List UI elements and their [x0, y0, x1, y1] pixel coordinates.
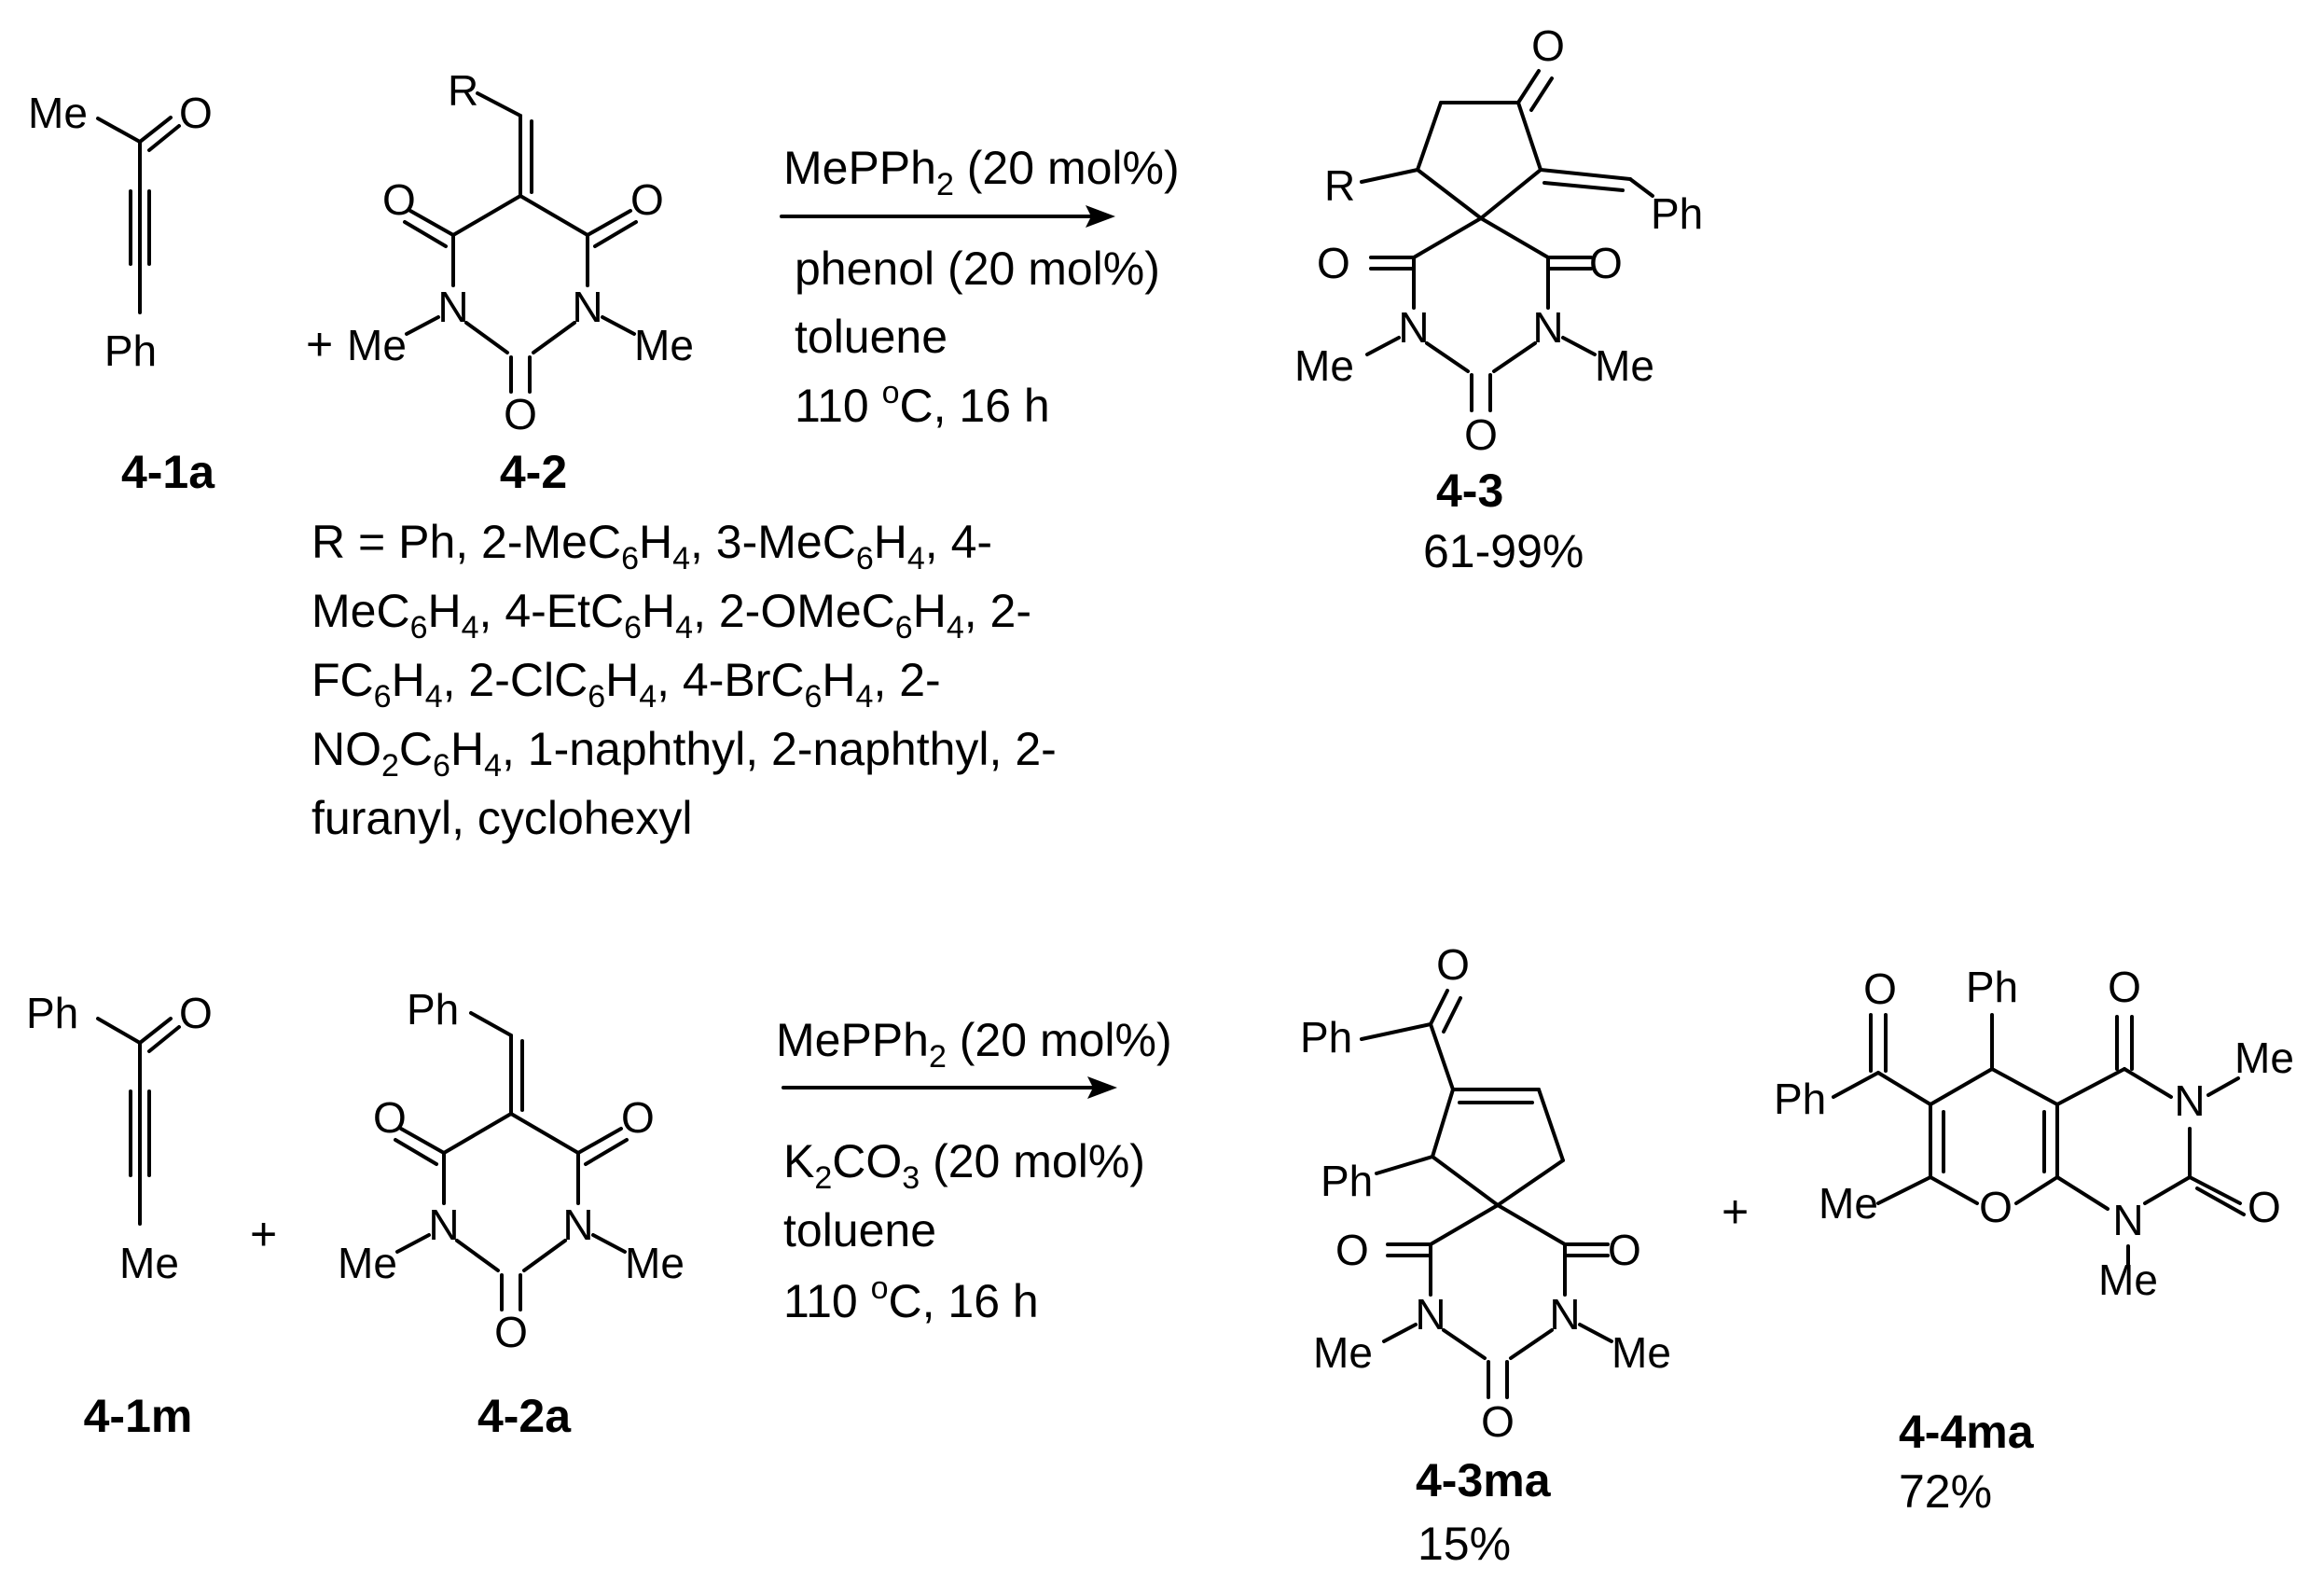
scheme-1: Me O Ph 4-1a + R	[28, 21, 1703, 844]
atom-ph: Ph	[104, 326, 157, 375]
atom-n1: N	[1415, 1290, 1446, 1339]
atom-ph-ketone: Ph	[1774, 1075, 1826, 1123]
plus-sign: +	[306, 318, 333, 370]
atom-o1: O	[373, 1093, 407, 1142]
label-4-2a: 4-2a	[477, 1390, 572, 1442]
plus-sign-2: +	[1722, 1186, 1749, 1238]
compound-4-2: R O O N N Me Me O 4-2	[347, 66, 694, 498]
atom-o1: O	[1335, 1226, 1369, 1274]
atom-me-n: Me	[2234, 1034, 2294, 1082]
atom-o3: O	[504, 390, 537, 438]
atom-n1: N	[1398, 303, 1429, 352]
atom-n1: N	[2174, 1076, 2205, 1125]
atom-o3: O	[1481, 1397, 1515, 1446]
atom-me: Me	[1819, 1179, 1878, 1228]
additive-text: phenol (20 mol%)	[795, 243, 1160, 295]
atom-o-c2: O	[2248, 1183, 2281, 1231]
atom-me1: Me	[338, 1239, 397, 1287]
atom-o2: O	[1608, 1226, 1641, 1274]
atom-o2: O	[621, 1093, 655, 1142]
compound-4-3ma: O Ph Ph	[1300, 940, 1671, 1570]
atom-ph: Ph	[1321, 1157, 1373, 1205]
r-group-line: R = Ph, 2-MeC6H4, 3-MeC6H4, 4-	[311, 516, 992, 576]
atom-o1: O	[1317, 239, 1350, 287]
label-4-3ma: 4-3ma	[1416, 1454, 1552, 1506]
yield-4-3ma: 15%	[1418, 1518, 1511, 1570]
atom-me2: Me	[625, 1239, 685, 1287]
atom-ph-ketone: Ph	[1300, 1013, 1352, 1062]
scheme-2: Ph O Me 4-1m + Ph	[26, 940, 2294, 1570]
atom-ph: Ph	[1651, 189, 1703, 238]
temp-time-text: 110 oC, 16 h	[783, 1270, 1039, 1327]
catalyst-text: MePPh2 (20 mol%)	[776, 1014, 1172, 1075]
atom-o-ketone: O	[1436, 940, 1470, 989]
conditions-2: MePPh2 (20 mol%) K2CO3 (20 mol%) toluene…	[776, 1014, 1172, 1327]
atom-o-ketone: O	[1863, 964, 1897, 1013]
atom-ph: Ph	[407, 985, 459, 1034]
catalyst-text: MePPh2 (20 mol%)	[783, 142, 1180, 202]
compound-4-2a: Ph O O N N Me Me O 4-2a	[338, 985, 685, 1442]
atom-me1: Me	[1294, 341, 1354, 390]
arrow-head-2	[1087, 1076, 1117, 1099]
compound-4-1m: Ph O Me 4-1m	[26, 989, 213, 1442]
solvent-text: toluene	[795, 311, 948, 363]
r-group-line: FC6H4, 2-ClC6H4, 4-BrC6H4, 2-	[311, 654, 941, 715]
atom-n2: N	[1549, 1290, 1580, 1339]
plus-sign-1: +	[250, 1208, 277, 1260]
atom-me1: Me	[347, 321, 407, 369]
atom-me: Me	[119, 1239, 179, 1287]
atom-o: O	[179, 989, 213, 1037]
atom-o: O	[179, 89, 213, 137]
yield-4-4ma: 72%	[1899, 1465, 1992, 1518]
atom-o1: O	[382, 175, 416, 224]
compound-4-1a: Me O Ph 4-1a	[28, 89, 215, 498]
atom-n2: N	[572, 283, 602, 331]
atom-me2: Me	[1595, 341, 1654, 390]
label-4-2: 4-2	[500, 446, 567, 498]
yield-4-3: 61-99%	[1423, 525, 1584, 577]
atom-me2: Me	[634, 321, 694, 369]
r-group-line: NO2C6H4, 1-naphthyl, 2-naphthyl, 2-	[311, 723, 1057, 784]
atom-o-ring: O	[1979, 1183, 2013, 1231]
r-group-line: MeC6H4, 4-EtC6H4, 2-OMeC6H4, 2-	[311, 585, 1031, 645]
atom-o3: O	[494, 1308, 528, 1356]
label-4-1m: 4-1m	[84, 1390, 193, 1442]
atom-o3: O	[1464, 410, 1498, 459]
atom-r: R	[1324, 161, 1355, 210]
base-text: K2CO3 (20 mol%)	[783, 1135, 1145, 1196]
conditions-1: MePPh2 (20 mol%) phenol (20 mol%) toluen…	[780, 142, 1180, 432]
atom-ph: Ph	[26, 989, 78, 1037]
atom-o-c4: O	[2108, 963, 2141, 1011]
label-4-4ma: 4-4ma	[1899, 1406, 2035, 1458]
atom-ph: Ph	[1966, 963, 2018, 1011]
r-group-line: furanyl, cyclohexyl	[311, 792, 693, 844]
atom-n2: N	[562, 1200, 593, 1249]
arrow-head-1	[1086, 205, 1115, 228]
atom-me-n2: Me	[2098, 1256, 2158, 1304]
label-4-1a: 4-1a	[121, 446, 215, 498]
atom-n1: N	[428, 1200, 459, 1249]
atom-n2: N	[1532, 303, 1563, 352]
atom-n2: N	[2112, 1196, 2143, 1244]
compound-4-3: O R Ph	[1294, 21, 1703, 577]
atom-me2: Me	[1612, 1328, 1671, 1377]
atom-o2: O	[630, 175, 664, 224]
atom-me1: Me	[1313, 1328, 1373, 1377]
atom-me: Me	[28, 89, 88, 137]
atom-o2: O	[1589, 239, 1623, 287]
atom-n1: N	[437, 283, 468, 331]
r-group-list: R = Ph, 2-MeC6H4, 3-MeC6H4, 4- MeC6H4, 4-…	[311, 516, 1057, 844]
atom-o-top: O	[1531, 21, 1565, 70]
compound-4-4ma: O Ph Ph Me O O N Me	[1774, 963, 2294, 1518]
solvent-text: toluene	[783, 1204, 936, 1256]
atom-r: R	[448, 66, 478, 115]
label-4-3: 4-3	[1436, 465, 1503, 517]
temp-time-text: 110 oC, 16 h	[795, 375, 1050, 432]
